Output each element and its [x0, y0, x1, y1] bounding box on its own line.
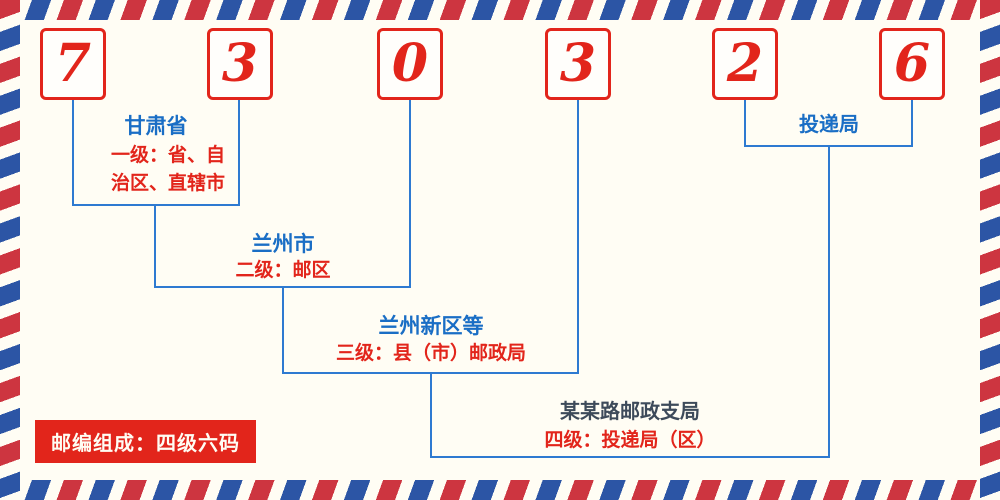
postal-digit-box-6: 6 [879, 28, 945, 100]
connector-line-digit5-down [744, 100, 746, 147]
postal-digit-2: 3 [221, 33, 259, 94]
postal-digit-box-5: 2 [712, 28, 778, 100]
postal-digit-6: 6 [893, 33, 931, 94]
connector-line-digit2-down [238, 100, 240, 206]
connector-line-level2-to-level3 [282, 288, 284, 374]
level1-description-line1: 一级：省、自 [110, 145, 225, 166]
connector-line-level4-bottom [430, 456, 830, 458]
postal-digit-4: 3 [559, 33, 597, 94]
connector-line-digit3-down [409, 100, 411, 288]
connector-line-digit6-down [911, 100, 913, 147]
postal-digit-box-2: 3 [207, 28, 273, 100]
level1-province-name: 甘肃省 [124, 115, 188, 138]
level3-district-name: 兰州新区等 [378, 315, 484, 338]
airmail-border-left [0, 0, 20, 500]
connector-line-digit4-down [577, 100, 579, 374]
connector-line-level3-to-level4 [430, 374, 432, 458]
connector-line-level1-to-level2 [154, 206, 156, 288]
delivery-office-label: 投递局 [799, 114, 859, 136]
connector-line-level2-bottom [154, 286, 411, 288]
connector-line-digit1-down [72, 100, 74, 206]
airmail-border-top [0, 0, 1000, 20]
level2-description: 二级：邮区 [235, 260, 331, 281]
postal-digit-box-1: 7 [40, 28, 106, 100]
connector-line-level1-bottom [72, 204, 240, 206]
level4-description: 四级：投递局（区） [544, 430, 716, 451]
airmail-border-right [980, 0, 1000, 500]
connector-line-level3-bottom [282, 372, 579, 374]
postal-digit-5: 2 [726, 33, 764, 94]
postal-digit-box-3: 0 [377, 28, 443, 100]
airmail-border-bottom [0, 480, 1000, 500]
postal-digit-1: 7 [54, 33, 92, 94]
connector-line-level4-to-delivery [828, 147, 830, 458]
postal-digit-box-4: 3 [545, 28, 611, 100]
level1-description: 一级：省、自 治区、直辖市 [76, 142, 260, 197]
level1-description-line2: 治区、直辖市 [110, 172, 225, 194]
level3-description: 三级：县（市）邮政局 [335, 343, 526, 364]
connector-line-delivery-bottom [744, 145, 913, 147]
level2-city-name: 兰州市 [251, 233, 315, 256]
postal-digit-3: 0 [391, 33, 429, 94]
level4-branch-name: 某某路邮政支局 [560, 401, 700, 423]
postal-code-composition-note: 邮编组成：四级六码 [35, 420, 256, 463]
